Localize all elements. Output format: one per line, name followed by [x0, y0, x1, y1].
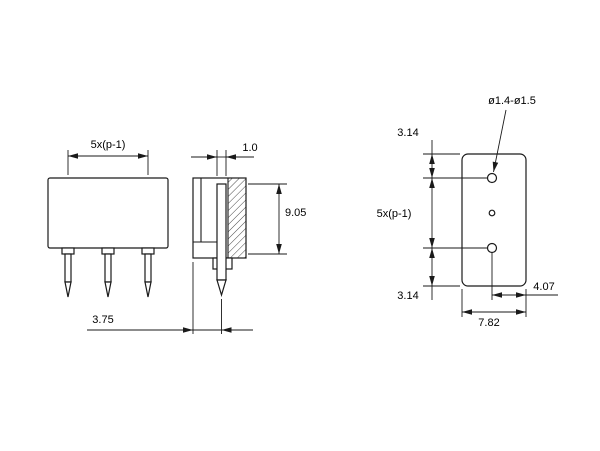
- footprint-outline: [461, 153, 527, 287]
- footprint-view: [461, 153, 527, 287]
- drill-hole-top: [486, 172, 498, 184]
- dim-housing-height: 9.05: [248, 183, 306, 255]
- dim-pin-width: 1.0: [191, 142, 258, 176]
- front-view: [47, 177, 169, 298]
- hole-diameter-callout: ø1.4-ø1.5: [488, 95, 536, 173]
- dim-front-pitch: 5x(p-1): [67, 139, 149, 175]
- pin-shank: [144, 253, 152, 283]
- pin-shank: [64, 253, 72, 283]
- pin-tip: [64, 281, 72, 298]
- front-pin: [141, 247, 155, 298]
- dim-label-hole-to-edge: 4.07: [533, 281, 554, 293]
- dim-label-front-pitch: 5x(p-1): [91, 139, 126, 151]
- pin-collar: [61, 247, 75, 255]
- side-pin-tip: [216, 279, 227, 298]
- side-pin: [216, 183, 227, 281]
- front-pin: [61, 247, 75, 298]
- dim-label-hole-diameter: ø1.4-ø1.5: [488, 95, 536, 107]
- side-view: [192, 177, 247, 298]
- section-hatch: [228, 178, 246, 258]
- dim-label-footprint-bottom-margin: 3.14: [397, 290, 418, 302]
- pin-tip: [144, 281, 152, 298]
- dim-label-pin-offset: 3.75: [92, 314, 113, 326]
- dim-hole-to-edge: 4.07: [491, 253, 558, 317]
- drill-hole-bottom: [486, 242, 498, 254]
- drill-hole-middle: [488, 209, 496, 217]
- leader-line: [492, 109, 507, 173]
- pin-collar: [101, 247, 115, 255]
- dim-label-housing-height: 9.05: [285, 207, 306, 219]
- pin-collar: [141, 247, 155, 255]
- dim-pin-offset: 3.75: [87, 262, 253, 334]
- dim-label-footprint-pitch: 5x(p-1): [377, 208, 412, 220]
- dim-label-footprint-width: 7.82: [478, 317, 499, 329]
- dim-footprint-vertical-chain: 3.14 5x(p-1) 3.14: [377, 127, 487, 302]
- front-view-body: [47, 177, 169, 249]
- dim-label-footprint-top-margin: 3.14: [397, 127, 418, 139]
- pin-shank: [104, 253, 112, 283]
- front-pin: [101, 247, 115, 298]
- dim-footprint-width: 7.82: [461, 289, 526, 329]
- pin-tip: [104, 281, 112, 298]
- dim-label-pin-width: 1.0: [242, 142, 257, 154]
